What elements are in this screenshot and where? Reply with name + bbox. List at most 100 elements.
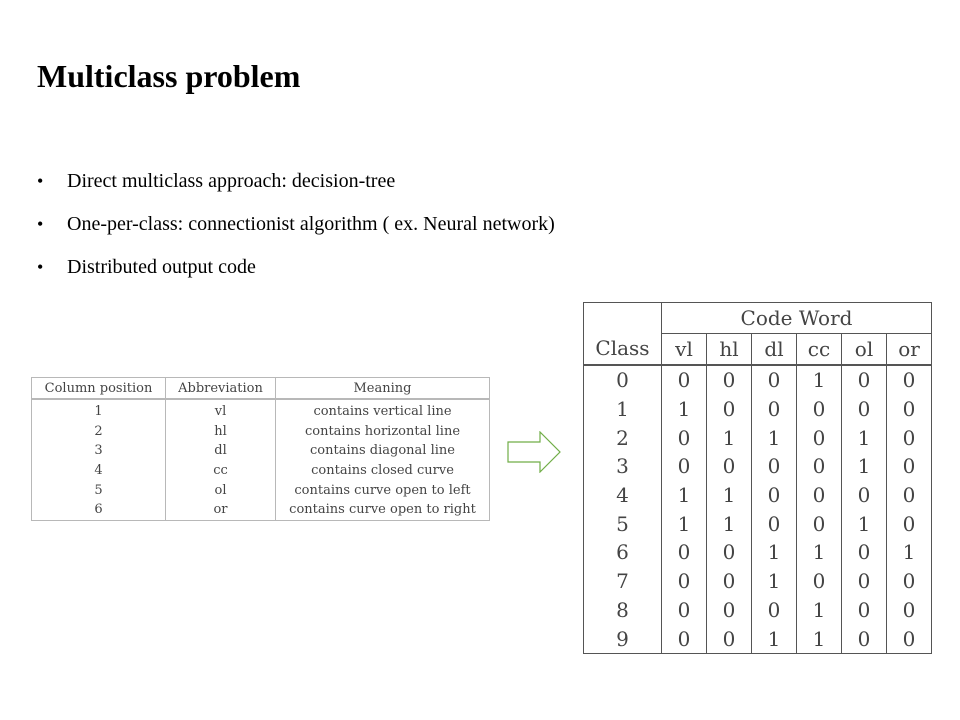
table-row: 7 0 0 1 0 0 0 [583,566,932,596]
bullet-item: • Distributed output code [37,256,555,299]
bit-cell: 0 [706,624,752,654]
bullet-text: One-per-class: connectionist algorithm (… [67,213,555,235]
bit-cell: 0 [796,452,842,481]
bit-cell: 1 [661,480,707,510]
bullet-list: • Direct multiclass approach: decision-t… [37,170,555,299]
bit-cell: 0 [886,566,932,596]
column-header: cc [796,333,842,366]
bullet-item: • Direct multiclass approach: decision-t… [37,170,555,213]
table-row: 4 cc contains closed curve [31,460,490,481]
bit-cell: 0 [796,480,842,510]
class-cell: 5 [583,509,662,539]
bit-cell: 1 [841,509,887,539]
class-cell: 9 [583,624,662,654]
bit-cell: 1 [886,538,932,567]
bit-cell: 0 [886,394,932,424]
bullet-text: Distributed output code [67,256,256,278]
column-header: hl [706,333,752,366]
bit-cell: 1 [706,423,752,453]
column-header: or [886,333,932,366]
bit-cell: 0 [886,364,932,395]
class-cell: 6 [583,538,662,567]
table-cell: hl [165,421,276,442]
bit-cell: 0 [751,595,797,625]
bit-cell: 0 [661,566,707,596]
bit-cell: 1 [751,538,797,567]
table-row: 5 ol contains curve open to left [31,480,490,500]
bit-cell: 0 [706,452,752,481]
table-cell: 3 [31,441,166,461]
bullet-icon: • [37,171,44,191]
bit-cell: 1 [706,509,752,539]
table-cell: 1 [31,399,166,422]
bit-cell: 0 [706,538,752,567]
class-header: Class [583,302,662,366]
column-header: Column position [31,377,166,400]
table-cell: 5 [31,480,166,500]
table-cell: or [165,499,276,521]
bit-cell: 1 [841,452,887,481]
bullet-item: • One-per-class: connectionist algorithm… [37,213,555,256]
bit-cell: 0 [886,452,932,481]
bit-cell: 1 [796,624,842,654]
class-cell: 8 [583,595,662,625]
bit-cell: 0 [796,394,842,424]
bit-cell: 0 [751,452,797,481]
bit-cell: 0 [841,394,887,424]
bit-cell: 0 [841,480,887,510]
table-row: 3 0 0 0 0 1 0 [583,452,932,481]
table-row: 2 0 1 1 0 1 0 [583,423,932,453]
class-cell: 7 [583,566,662,596]
bit-cell: 0 [661,452,707,481]
class-cell: 2 [583,423,662,453]
class-cell: 1 [583,394,662,424]
table-cell: vl [165,399,276,422]
bit-cell: 0 [841,538,887,567]
bit-cell: 0 [706,566,752,596]
bit-cell: 0 [706,394,752,424]
column-header: ol [841,333,887,366]
bit-cell: 1 [706,480,752,510]
bit-cell: 0 [706,595,752,625]
bit-cell: 1 [661,394,707,424]
table-row: 3 dl contains diagonal line [31,441,490,461]
bit-cell: 0 [886,595,932,625]
table-cell: 6 [31,499,166,521]
table-row: 2 hl contains horizontal line [31,421,490,442]
table-cell: contains vertical line [275,399,490,422]
table-row: 4 1 1 0 0 0 0 [583,480,932,510]
table-cell: contains diagonal line [275,441,490,461]
bit-cell: 0 [796,566,842,596]
bit-cell: 0 [841,364,887,395]
table-cell: contains curve open to right [275,499,490,521]
bit-cell: 0 [751,364,797,395]
class-cell: 4 [583,480,662,510]
bit-cell: 0 [661,423,707,453]
bit-cell: 1 [796,595,842,625]
bullet-icon: • [37,257,44,277]
bit-cell: 1 [751,624,797,654]
class-cell: 3 [583,452,662,481]
slide-title: Multiclass problem [37,58,301,94]
column-header: dl [751,333,797,366]
table-row: 1 vl contains vertical line [31,399,490,422]
bit-cell: 0 [841,566,887,596]
table-row: 9 0 0 1 1 0 0 [583,624,932,654]
column-header: Meaning [275,377,490,400]
column-header: Abbreviation [165,377,276,400]
bit-cell: 0 [661,595,707,625]
bit-cell: 0 [796,509,842,539]
table-row: 5 1 1 0 0 1 0 [583,509,932,539]
bit-cell: 0 [661,624,707,654]
class-cell: 0 [583,364,662,395]
bullet-icon: • [37,214,44,234]
bit-cell: 0 [886,480,932,510]
bit-cell: 1 [751,423,797,453]
table-cell: dl [165,441,276,461]
bit-cell: 1 [796,538,842,567]
table-row: 0 0 0 0 1 0 0 [583,364,932,395]
bit-cell: 0 [661,364,707,395]
bit-cell: 1 [751,566,797,596]
table-cell: contains horizontal line [275,421,490,442]
bit-cell: 1 [796,364,842,395]
